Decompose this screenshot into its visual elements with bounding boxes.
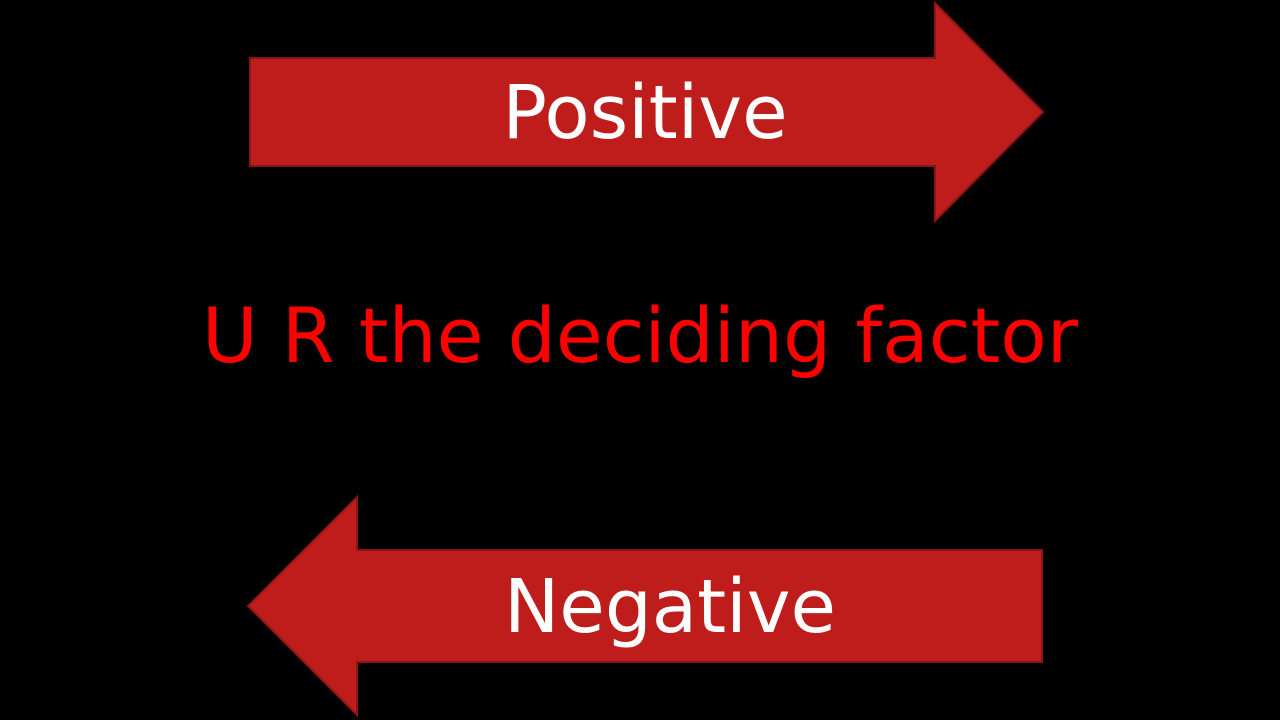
deciding-factor-text: U R the deciding factor [201, 291, 1079, 380]
right-arrow-positive [249, 0, 1045, 224]
positive-label: Positive [502, 70, 788, 156]
left-arrow-negative [246, 494, 1043, 718]
negative-label: Negative [503, 564, 837, 650]
